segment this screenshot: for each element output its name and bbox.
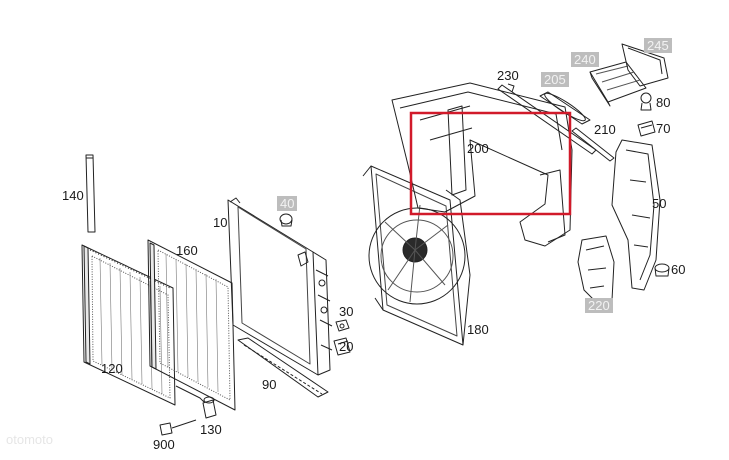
label-140: 140 [62,188,84,203]
label-80: 80 [656,95,671,110]
part-240-module [589,61,647,107]
part-30-fitting [335,319,350,332]
part-160-cooler [147,239,236,411]
label-180: 180 [467,322,489,337]
part-220-bracket [577,235,615,303]
watermark-text: otomoto [6,432,53,447]
highlight-box [409,111,572,216]
label-60: 60 [671,262,686,277]
part-40-clip [279,213,293,227]
part-140-rod [85,154,96,233]
label-70: 70 [656,121,671,136]
part-245-bracket [621,43,669,87]
label-245: 245 [644,38,672,53]
part-210-rod [571,127,615,162]
part-60-plug [654,263,670,277]
part-120-condenser [81,244,176,406]
label-200: 200 [467,141,489,156]
part-70-clip [637,120,656,137]
part-50-side-member [611,139,661,291]
label-130: 130 [200,422,222,437]
part-130-sensor [175,385,217,419]
label-160: 160 [176,243,198,258]
label-240: 240 [571,52,599,67]
part-230-rail [497,83,597,155]
label-50: 50 [652,196,667,211]
part-80-clip [640,92,652,111]
label-230: 230 [497,68,519,83]
part-900-connector [159,419,197,436]
part-200-carrier [391,82,573,247]
part-90-seal [237,337,329,398]
label-120: 120 [101,361,123,376]
label-20: 20 [339,339,354,354]
label-210: 210 [594,122,616,137]
label-900: 900 [153,437,175,452]
label-205: 205 [541,72,569,87]
part-180-fan-shroud [362,165,471,346]
part-20-fitting [333,337,351,356]
label-40: 40 [277,196,298,211]
label-30: 30 [339,304,354,319]
label-90: 90 [262,377,277,392]
label-10: 10 [213,215,228,230]
part-10-radiator [227,197,333,376]
label-220: 220 [585,298,613,313]
part-205-seal [539,91,591,125]
